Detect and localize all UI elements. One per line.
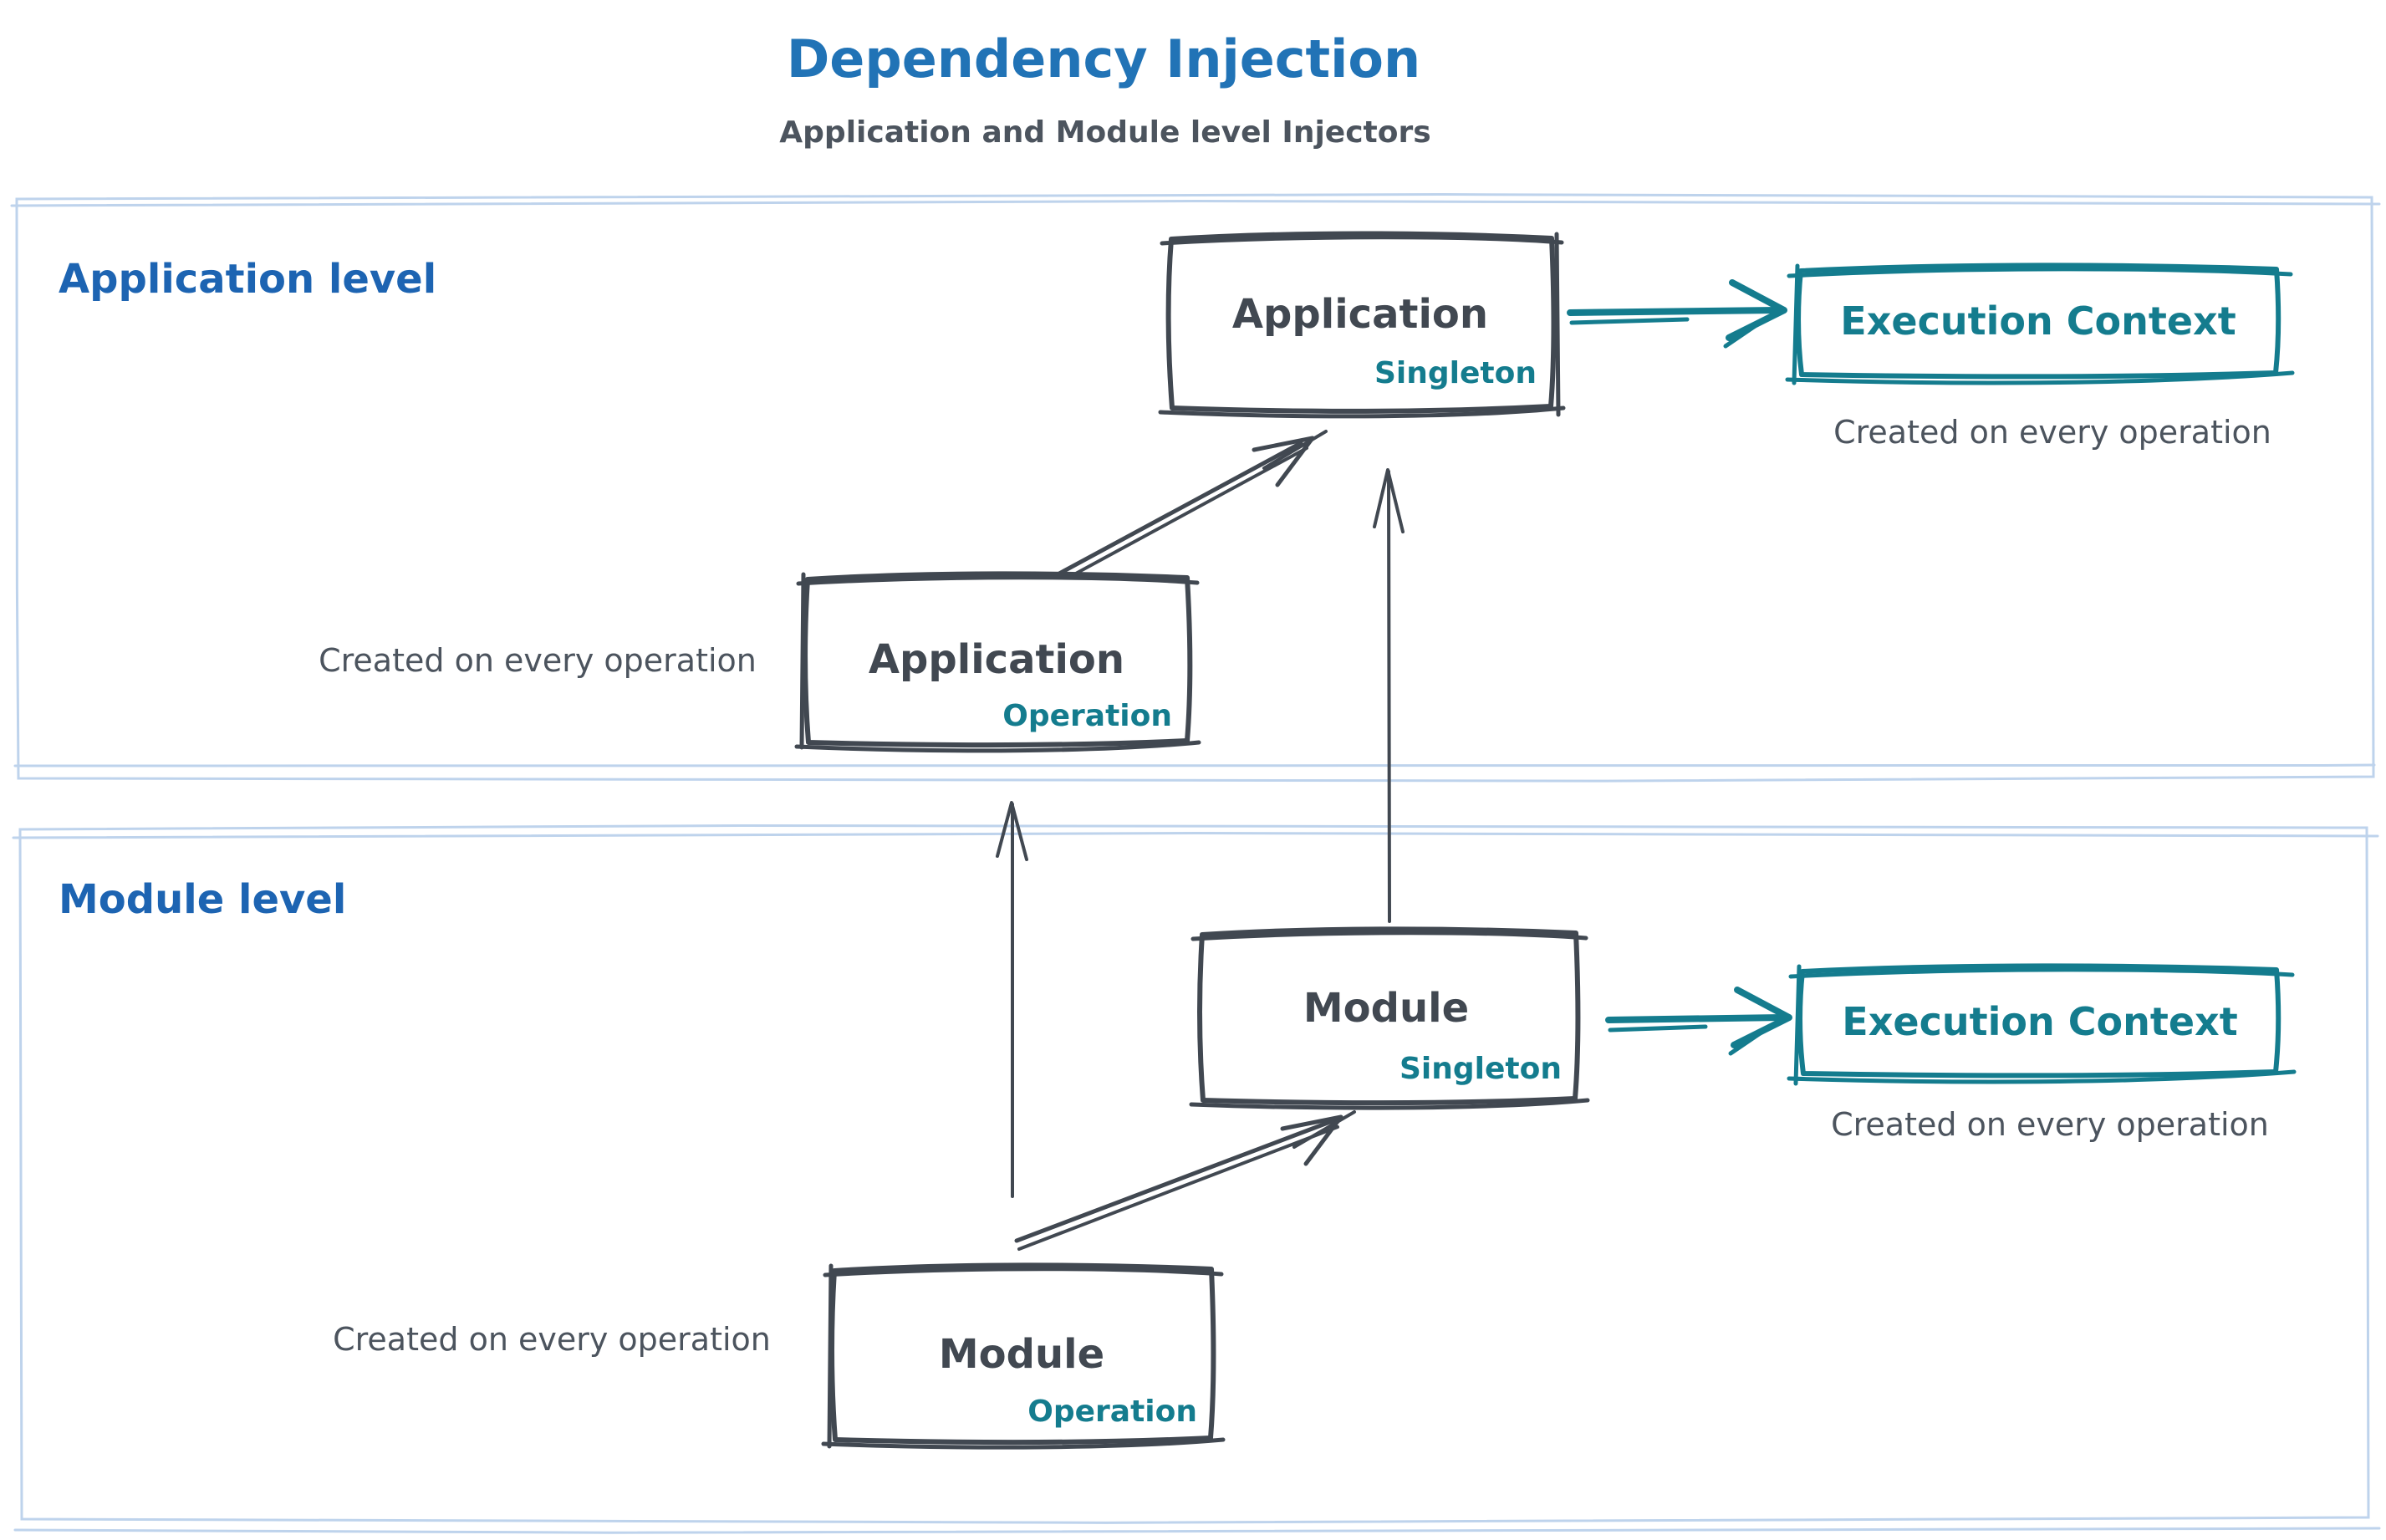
application-singleton-box: Application Singleton [1158,231,1566,419]
application-singleton-tag: Singleton [1374,356,1537,390]
module-singleton-title: Module [1303,985,1469,1032]
module-singleton-border-overdraw-bottom [1189,1098,1590,1110]
module-panel-border-overdraw-bottom [13,1527,2381,1535]
arrow-app-singleton-to-execution-context [1567,279,1787,349]
application-operation-border [803,571,1193,748]
module-operation-border-overdraw-left [827,1263,834,1449]
application-operation-border-overdraw-left [799,572,806,750]
application-singleton-border-overdraw-top [1160,235,1564,246]
module-operation-border-overdraw-bottom [821,1437,1226,1450]
application-singleton-border-overdraw-right [1554,232,1561,417]
module-operation-tag: Operation [1027,1395,1197,1429]
application-operation-border-overdraw-bottom [794,740,1201,753]
execution-context-border-module-overdraw-top [1788,967,2295,979]
module-singleton-border [1197,926,1581,1106]
application-singleton-border [1165,231,1557,414]
application-operation-caption: Created on every operation [319,642,757,679]
application-operation-border-overdraw-top [796,575,1200,586]
execution-context-border-application-overdraw-top [1787,267,2293,278]
application-panel-border-overdraw-bottom [13,763,2376,772]
execution-context-box-application: Execution Context [1785,263,2295,385]
application-singleton-border-overdraw-bottom [1158,405,1566,419]
application-panel-border-overdraw-top [10,199,2381,207]
module-operation-box: Module Operation [821,1262,1226,1450]
module-operation-border [829,1262,1216,1446]
module-panel-border-overdraw-top [12,831,2379,839]
application-panel-border [15,192,2375,783]
execution-context-box-module: Execution Context [1787,963,2297,1086]
module-operation-title: Module [939,1331,1104,1378]
execution-context-caption-application: Created on every operation [1833,414,2271,451]
diagram-subtitle: Application and Module level Injectors [779,115,1430,150]
header: Dependency Injection Application and Mod… [779,28,1430,150]
module-singleton-border-overdraw-top [1190,931,1588,941]
execution-context-border-module-overdraw-bottom [1787,1069,2297,1084]
module-operation-caption: Created on every operation [333,1321,771,1358]
execution-context-title-application: Execution Context [1840,298,2236,344]
module-operation-border-overdraw-top [823,1267,1224,1277]
execution-context-border-module-overdraw-left [1793,964,1802,1086]
arrows [982,279,1792,1251]
arrow-module-operation-to-module-singleton [1014,1110,1356,1251]
application-singleton-title: Application [1232,291,1488,338]
diagram-title: Dependency Injection [787,28,1420,89]
application-level-label: Application level [59,256,436,303]
execution-context-caption-module: Created on every operation [1831,1106,2269,1143]
application-operation-tag: Operation [1002,699,1172,733]
application-operation-box: Application Operation [794,571,1201,753]
execution-context-border-application-overdraw-left [1792,263,1800,385]
arrow-module-singleton-to-execution-context [1605,987,1792,1056]
module-level-label: Module level [59,876,346,923]
execution-context-border-application-overdraw-bottom [1785,370,2295,385]
module-singleton-box: Module Singleton [1189,926,1590,1110]
arrow-module-singleton-to-app-singleton [1373,468,1405,923]
execution-context-title-module: Execution Context [1842,999,2237,1044]
application-operation-title: Application [869,636,1124,683]
arrow-module-operation-to-app-operation [996,801,1028,1198]
module-singleton-tag: Singleton [1399,1052,1562,1086]
